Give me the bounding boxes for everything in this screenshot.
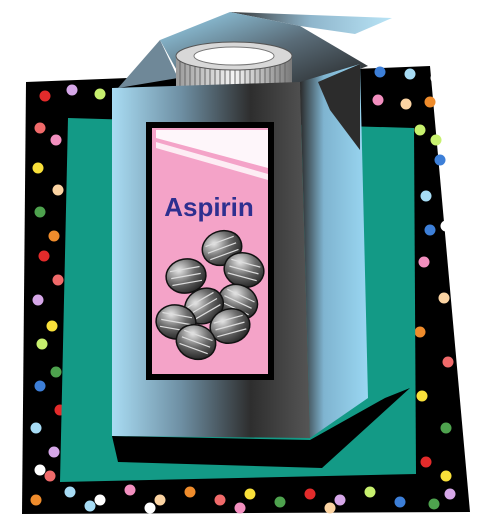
confetti-dot	[430, 134, 442, 146]
confetti-dot	[438, 292, 450, 304]
confetti-dots	[30, 66, 456, 514]
confetti-dot	[94, 88, 106, 100]
confetti-dot	[52, 184, 64, 196]
confetti-dot	[32, 162, 44, 174]
confetti-dot	[440, 422, 452, 434]
confetti-dot	[430, 72, 442, 84]
confetti-dot	[94, 494, 106, 506]
confetti-dot	[434, 154, 446, 166]
aspirin-label: Aspirin	[146, 122, 274, 380]
confetti-dot	[154, 494, 166, 506]
confetti-dot	[34, 206, 46, 218]
confetti-dot	[424, 96, 436, 108]
confetti-dot	[414, 124, 426, 136]
confetti-dot	[34, 464, 46, 476]
confetti-dot	[48, 446, 60, 458]
confetti-dot	[66, 84, 78, 96]
confetti-dot	[420, 190, 432, 202]
confetti-dot	[372, 94, 384, 106]
confetti-dot	[428, 498, 440, 510]
box-flap-right	[230, 12, 392, 34]
confetti-dot	[414, 326, 426, 338]
confetti-dot	[48, 230, 60, 242]
confetti-dot	[394, 496, 406, 508]
confetti-dot	[50, 366, 62, 378]
confetti-dot	[84, 500, 96, 512]
confetti-dot	[244, 488, 256, 500]
pill	[175, 323, 217, 361]
confetti-dot	[418, 256, 430, 268]
confetti-dot	[444, 488, 456, 500]
confetti-dot	[440, 470, 452, 482]
confetti-dot	[416, 390, 428, 402]
confetti-dot	[144, 502, 156, 514]
pill	[165, 258, 207, 294]
confetti-dot	[364, 486, 376, 498]
confetti-dot	[374, 66, 386, 78]
confetti-dot	[184, 486, 196, 498]
confetti-dot	[44, 470, 56, 482]
confetti-dot	[39, 90, 51, 102]
confetti-dot	[38, 250, 50, 262]
confetti-dot	[404, 68, 416, 80]
confetti-dot	[64, 486, 76, 498]
confetti-dot	[214, 494, 226, 506]
confetti-dot	[324, 502, 336, 514]
box-side-inner	[318, 64, 360, 150]
confetti-dot	[30, 494, 42, 506]
confetti-dot	[124, 484, 136, 496]
confetti-dot	[52, 274, 64, 286]
confetti-dot	[440, 220, 452, 232]
box-flap-left	[118, 40, 178, 88]
confetti-dot	[420, 456, 432, 468]
confetti-dot	[400, 98, 412, 110]
confetti-dot	[46, 320, 58, 332]
confetti-dot	[30, 422, 42, 434]
confetti-dot	[34, 380, 46, 392]
confetti-dot	[234, 502, 246, 514]
confetti-dot	[50, 134, 62, 146]
confetti-dot	[442, 356, 454, 368]
confetti-dot	[304, 488, 316, 500]
confetti-dot	[32, 294, 44, 306]
box-side	[300, 64, 368, 438]
pill-pile	[155, 229, 265, 361]
confetti-dot	[334, 494, 346, 506]
confetti-dot	[424, 224, 436, 236]
confetti-dot	[34, 122, 46, 134]
confetti-dot	[36, 338, 48, 350]
box-shadow	[112, 388, 410, 468]
confetti-dot	[274, 496, 286, 508]
label-title: Aspirin	[164, 192, 254, 222]
